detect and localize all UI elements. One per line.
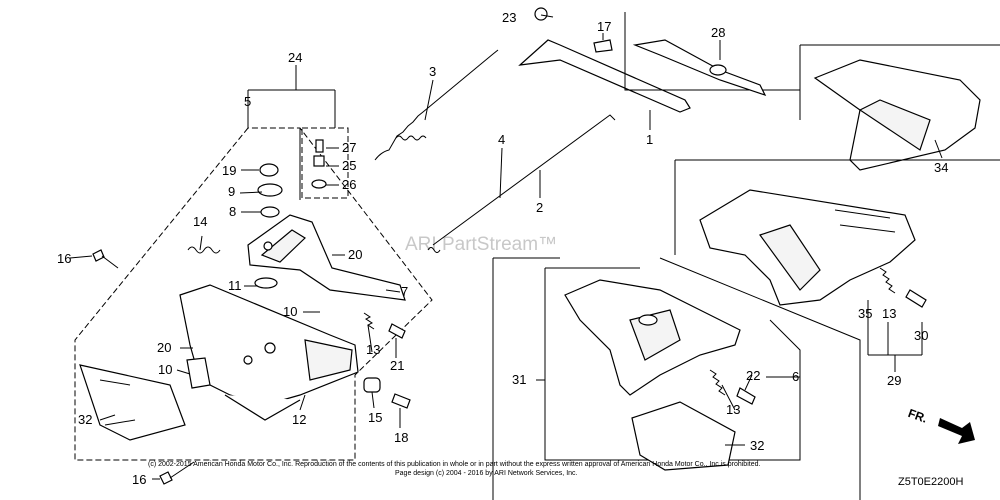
base-bracket-12 bbox=[179, 284, 359, 421]
callout-10-left: 10 bbox=[158, 362, 172, 377]
right-cover-outline bbox=[674, 159, 1000, 255]
callout-20-left: 20 bbox=[157, 340, 171, 355]
callout-19: 19 bbox=[222, 163, 236, 178]
leader-lines bbox=[69, 14, 943, 480]
bolt-22 bbox=[736, 387, 756, 405]
plate-32-right bbox=[631, 401, 736, 471]
callout-26: 26 bbox=[342, 177, 356, 192]
callout-34: 34 bbox=[934, 160, 948, 175]
bolt-16-bottom bbox=[159, 461, 195, 485]
callout-32-left: 32 bbox=[78, 412, 92, 427]
bolt-stack bbox=[311, 139, 327, 189]
lever-plate-6 bbox=[564, 279, 741, 396]
spring-14 bbox=[187, 246, 221, 254]
front-direction-arrow bbox=[938, 418, 975, 444]
callout-12: 12 bbox=[292, 412, 306, 427]
lever-1 bbox=[518, 7, 691, 113]
callout-21: 21 bbox=[390, 358, 404, 373]
watermark: ARI PartStream™ bbox=[405, 234, 557, 255]
cover-34-outline bbox=[799, 44, 1000, 120]
direction-label: FR. bbox=[906, 406, 929, 426]
bolt-30 bbox=[905, 289, 927, 308]
callout-32-right: 32 bbox=[750, 438, 764, 453]
diagram-code: Z5T0E2200H bbox=[898, 476, 963, 488]
callout-16-bottom: 16 bbox=[132, 472, 146, 487]
callout-13-mid: 13 bbox=[726, 402, 740, 417]
callout-23: 23 bbox=[502, 10, 516, 25]
callout-27: 27 bbox=[342, 140, 356, 155]
callout-15: 15 bbox=[368, 410, 382, 425]
callout-6: 6 bbox=[792, 369, 799, 384]
callout-11: 11 bbox=[228, 278, 242, 293]
right-cover bbox=[699, 189, 916, 306]
bolt-17 bbox=[593, 39, 613, 53]
plate-32-left bbox=[79, 364, 186, 441]
copyright-line-1: (c) 2002-2015 American Honda Motor Co., … bbox=[148, 461, 760, 468]
callout-4: 4 bbox=[498, 132, 505, 147]
callout-24: 24 bbox=[288, 50, 302, 65]
callout-18: 18 bbox=[394, 430, 408, 445]
callout-7: 7 bbox=[401, 284, 408, 299]
spring-13-mid bbox=[709, 369, 726, 396]
spring-13-right bbox=[879, 267, 896, 294]
callout-9: 9 bbox=[228, 184, 235, 199]
callout-14: 14 bbox=[193, 214, 207, 229]
callout-31: 31 bbox=[512, 372, 526, 387]
callout-35: 35 bbox=[858, 306, 872, 321]
right-assembly-outline bbox=[492, 257, 861, 500]
callout-2: 2 bbox=[536, 200, 543, 215]
cover-34 bbox=[813, 59, 981, 171]
rod-4 bbox=[427, 114, 616, 253]
callout-29: 29 bbox=[887, 373, 901, 388]
collar-15 bbox=[363, 377, 381, 393]
callout-22: 22 bbox=[746, 368, 760, 383]
copyright-line-2: Page design (c) 2004 - 2016 by ARI Netwo… bbox=[395, 470, 578, 477]
spring-rod-3 bbox=[374, 49, 499, 161]
bolt-18 bbox=[391, 393, 411, 409]
callout-10-top: 10 bbox=[283, 304, 297, 319]
bolt-16-top bbox=[92, 249, 119, 269]
callout-13-left: 13 bbox=[366, 342, 380, 357]
lever-plate-7 bbox=[247, 214, 406, 301]
callout-20-top: 20 bbox=[348, 247, 362, 262]
callout-30: 30 bbox=[914, 328, 928, 343]
lever-28-outline bbox=[624, 12, 800, 91]
callout-13-right: 13 bbox=[882, 306, 896, 321]
callout-28: 28 bbox=[711, 25, 725, 40]
callout-3: 3 bbox=[429, 64, 436, 79]
callout-8: 8 bbox=[229, 204, 236, 219]
callout-5: 5 bbox=[244, 94, 251, 109]
callout-labels: 24 5 3 4 2 1 23 17 28 34 27 25 26 19 9 8… bbox=[57, 10, 948, 487]
bolt-21 bbox=[388, 323, 406, 339]
callout-25: 25 bbox=[342, 158, 356, 173]
callout-16-top: 16 bbox=[57, 251, 71, 266]
spring-13-left bbox=[363, 312, 375, 330]
callout-1: 1 bbox=[646, 132, 653, 147]
callout-17: 17 bbox=[597, 19, 611, 34]
lever-28 bbox=[632, 39, 767, 97]
